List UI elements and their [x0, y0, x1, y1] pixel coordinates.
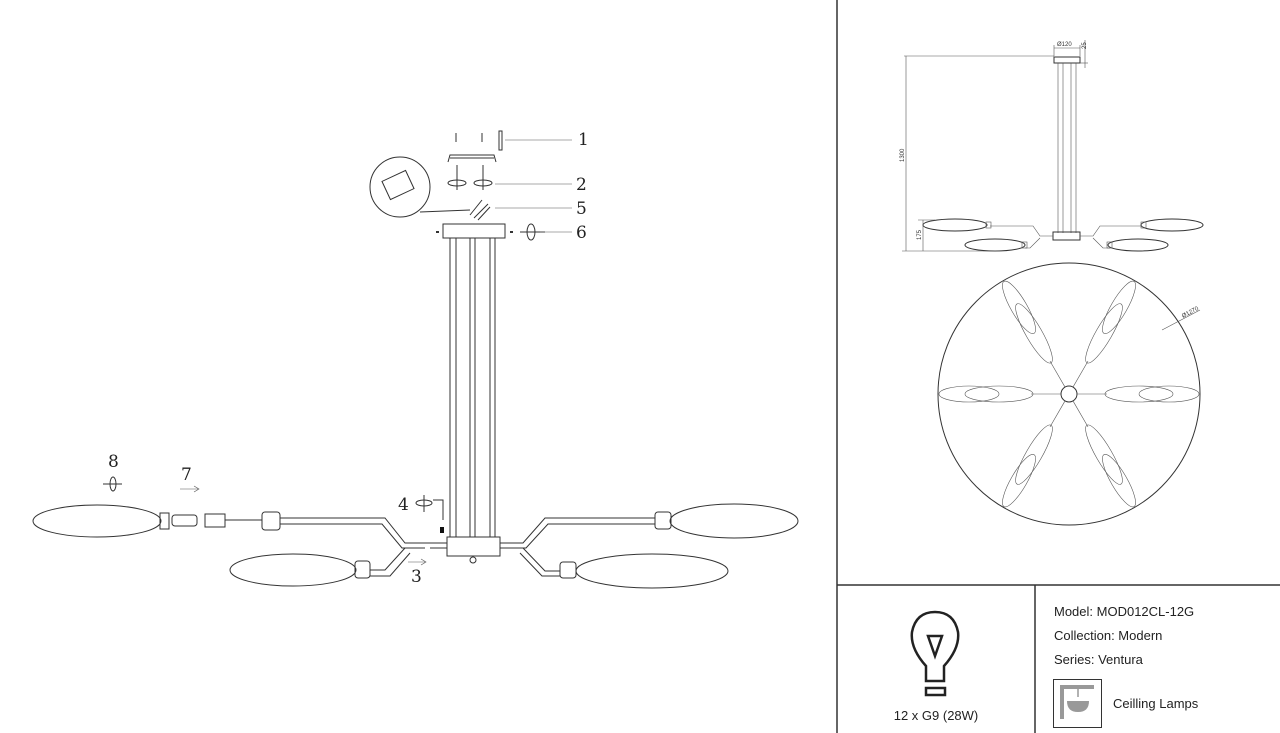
assembly-drawing: 1 2 3 4 5 6 7 8: [32, 130, 799, 589]
step-6-label: 6: [576, 223, 587, 243]
dim-overall-diameter: Ø1270: [1181, 306, 1200, 320]
left-arms: [32, 504, 447, 587]
right-arms: [500, 503, 799, 589]
step-1-label: 1: [578, 130, 589, 150]
step-4-label: 4: [398, 495, 409, 515]
step-5-label: 5: [576, 199, 587, 219]
mounting-bracket: [447, 154, 497, 163]
glass-shade: [669, 503, 799, 539]
glass-shade: [229, 553, 357, 587]
top-view: [937, 262, 1201, 526]
dim-canopy-height: 25: [1082, 42, 1088, 49]
step-8-label: 8: [108, 452, 119, 472]
dim-total-height: 1300: [900, 148, 906, 162]
rod: [449, 238, 496, 537]
bolts: [447, 165, 493, 190]
hub: [446, 536, 501, 557]
glass-shade: [32, 504, 162, 538]
bulb-spec: 12 x G9 (28W): [893, 708, 979, 723]
category-label: Ceilling Lamps: [1113, 696, 1199, 711]
elevation-view: [902, 40, 1204, 252]
dim-arm-offset: 175: [917, 229, 923, 240]
bulb-icon: [910, 610, 960, 697]
step-3-label: 3: [411, 567, 422, 587]
series-label: Series: Ventura: [1054, 652, 1143, 667]
step-7-label: 7: [181, 465, 192, 485]
category-icon-box: [1053, 679, 1102, 728]
ceiling-lamp-icon: [1060, 685, 1094, 719]
glass-shade: [575, 553, 729, 589]
dim-canopy-diameter: Ø120: [1057, 42, 1072, 48]
wires: [469, 199, 491, 221]
screws: [455, 130, 503, 151]
step-2-label: 2: [576, 175, 587, 195]
canopy: [442, 223, 506, 239]
model-label: Model: MOD012CL-12G: [1054, 604, 1195, 619]
collection-label: Collection: Modern: [1054, 628, 1163, 643]
connector-detail-circle: [369, 156, 431, 218]
